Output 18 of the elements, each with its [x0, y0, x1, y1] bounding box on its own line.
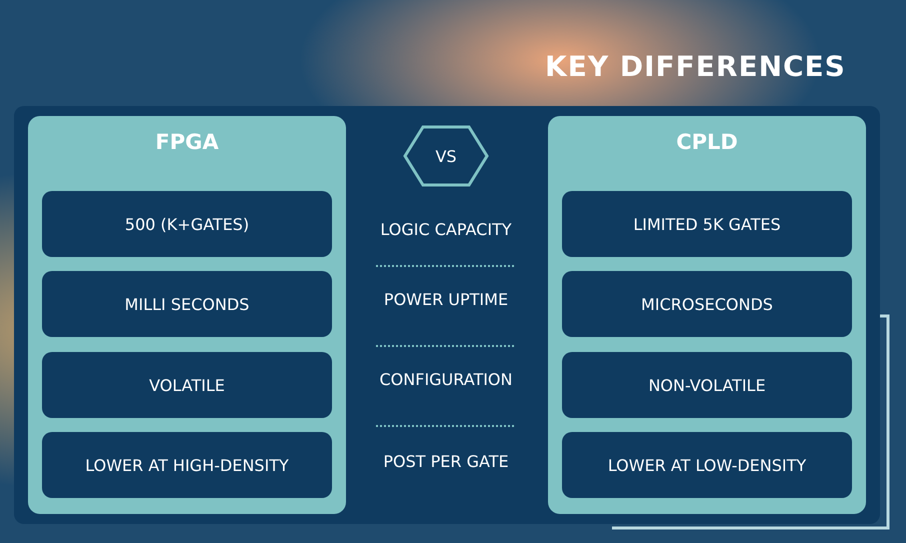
vs-hexagon: VS [403, 125, 489, 187]
category-label: POWER UPTIME [382, 290, 510, 309]
value-box: LOWER AT LOW-DENSITY [562, 432, 852, 498]
comparison-panel [548, 116, 866, 514]
category-label: LOGIC CAPACITY [379, 220, 513, 239]
page-title: KEY DIFFERENCES [545, 50, 846, 83]
value-box: MICROSECONDS [562, 271, 852, 337]
value-box: 500 (K+GATES) [42, 191, 332, 257]
category-label: CONFIGURATION [378, 370, 514, 389]
value-box: MILLI SECONDS [42, 271, 332, 337]
value-box: LIMITED 5K GATES [562, 191, 852, 257]
value-box: VOLATILE [42, 352, 332, 418]
value-box: LOWER AT HIGH-DENSITY [42, 432, 332, 498]
value-box: NON-VOLATILE [562, 352, 852, 418]
category-label: POST PER GATE [382, 452, 510, 471]
comparison-panel [28, 116, 346, 514]
panel-heading: CPLD [675, 130, 739, 154]
panel-heading: FPGA [154, 130, 220, 154]
